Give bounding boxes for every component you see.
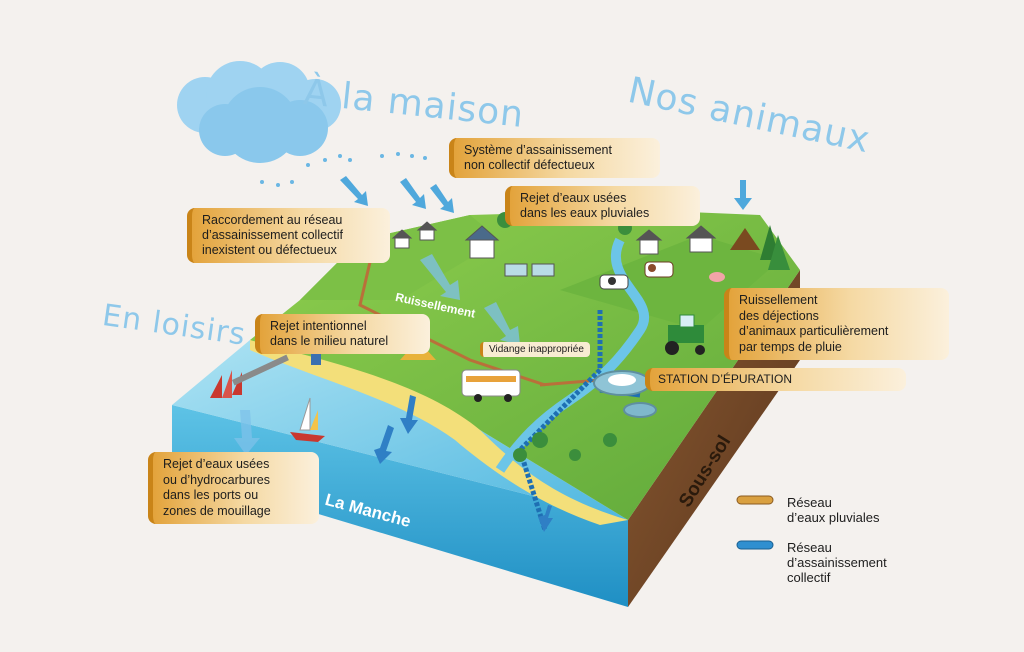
rain-drops [260,152,427,187]
caravan-icon [461,369,521,402]
beach [250,340,628,525]
runoff-arrow-icon [234,254,520,455]
septic-tank-icon [504,263,555,277]
cow-icon [599,261,674,290]
toilet-cabin-icon [311,345,321,365]
callout-station: STATION D’ÉPURATION [645,368,906,391]
tractor-icon [665,314,705,355]
manure-heap-icon [730,228,760,250]
callout-drain: Vidange inappropriée [480,342,590,357]
pig-icon [709,272,725,282]
callout-non-collective: Système d’assainissement non collectif d… [449,138,660,178]
callout-intentional: Rejet intentionnel dans le milieu nature… [255,314,430,354]
legend-sewage-label: Réseau d’assainissement collectif [787,540,887,585]
cloud-icon [177,61,341,163]
treatment-station-icon [593,370,657,418]
callout-ports: Rejet d’eaux usées ou d’hydrocarbures da… [148,452,319,524]
storm-pipe-legend-icon [736,495,774,505]
sewage-pipe-legend-icon [736,540,774,550]
rain-arrow-icon [340,176,752,213]
callout-wastewater-storm: Rejet d’eaux usées dans les eaux pluvial… [505,186,700,226]
callout-animal-runoff: Ruissellement des déjections d’animaux p… [724,288,949,360]
pollution-arrow-icon [374,395,553,532]
sailboat-icon [210,354,325,442]
callout-connection: Raccordement au réseau d’assainissement … [187,208,390,263]
sewage-pipe [517,310,603,531]
legend-storm-label: Réseau d’eaux pluviales [787,495,880,525]
